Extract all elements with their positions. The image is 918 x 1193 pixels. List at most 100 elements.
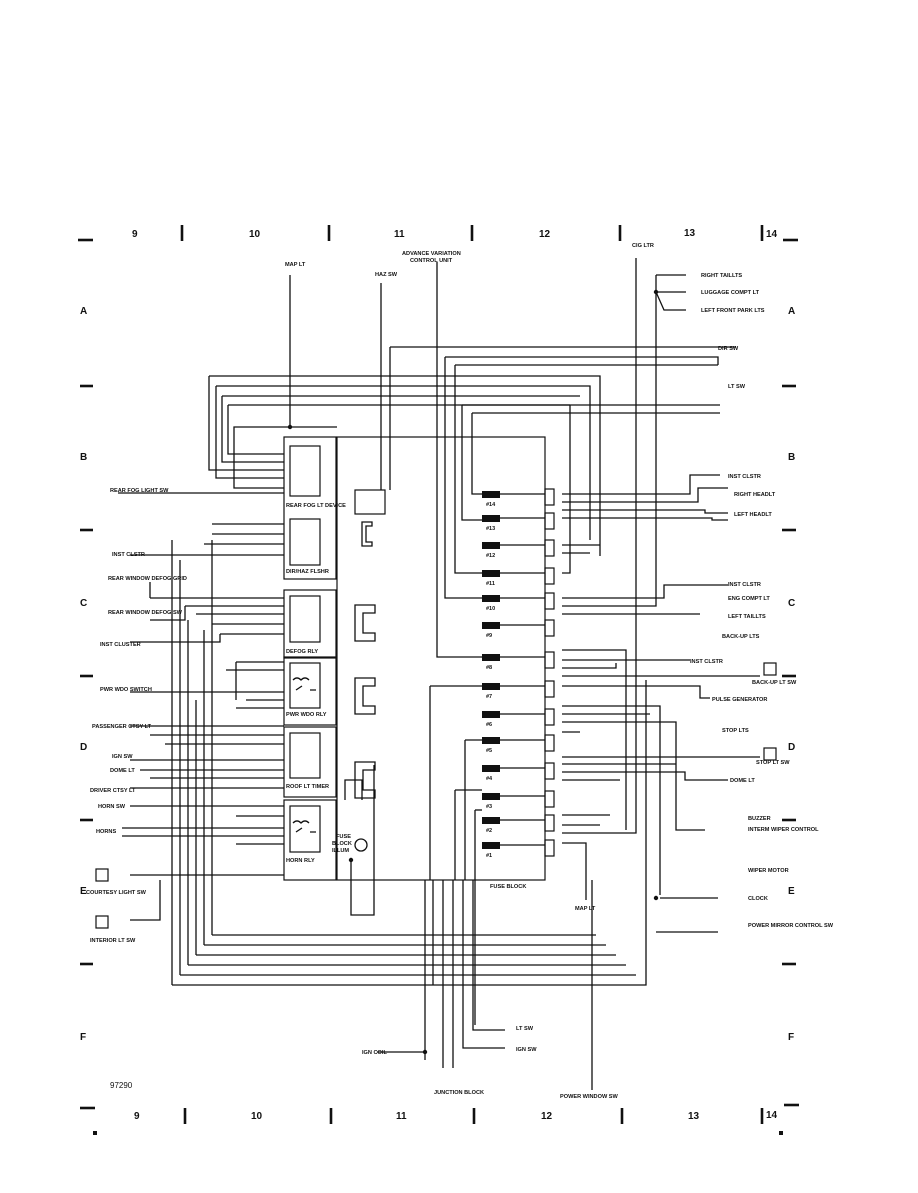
bottom-grid-ruler: 9 10 11 12 13 14 97290	[80, 1081, 799, 1135]
left-labels: REAR FOG LIGHT SW INST CLSTR REAR WINDOW…	[86, 488, 187, 944]
fuse-body	[482, 683, 500, 690]
top-grid-ruler: 9 10 11 12 13 14	[78, 225, 798, 242]
col-label-11: 11	[394, 229, 405, 240]
fuse-terminal	[544, 651, 555, 669]
fuse-terminal	[544, 790, 555, 808]
fuse-body	[482, 595, 500, 602]
dir-haz-flshr-label: DIR/HAZ FLSHR	[286, 569, 329, 575]
fuse-number-label: #11	[486, 581, 495, 587]
fuse-body	[482, 542, 500, 549]
pwr-wdo-rly-label: PWR WDO RLY	[286, 712, 327, 718]
fuse-terminal	[544, 619, 555, 637]
inst-clstr-right-2-label: INST CLSTR	[728, 582, 761, 588]
fuse-13: #13	[482, 512, 555, 532]
fuse-12: #12	[482, 539, 555, 559]
inst-clstr-left-label: INST CLSTR	[112, 552, 145, 558]
inst-cluster-left-label: INST CLUSTER	[100, 642, 141, 648]
pwr-wdo-rly-box	[283, 656, 337, 726]
row-label-c-right: C	[788, 598, 795, 609]
advance-variation-label: ADVANCE VARIATION	[402, 251, 461, 257]
interm-wiper-control-label: INTERM WIPER CONTROL	[748, 827, 819, 833]
eng-compt-lt-label: ENG COMPT LT	[728, 596, 770, 602]
fuse-number-label: #1	[486, 853, 492, 859]
left-component-boxes: REAR FOG LT DEVICE DIR/HAZ FLSHR DEFOG R…	[283, 436, 346, 881]
haz-sw-label: HAZ SW	[375, 272, 398, 278]
map-lt-top-label: MAP LT	[285, 262, 306, 268]
wiring	[118, 258, 760, 1090]
fuse-number-label: #2	[486, 828, 492, 834]
back-up-lts-label: BACK-UP LTS	[722, 634, 760, 640]
fuse-body	[482, 491, 500, 498]
fuse-14: #14	[482, 488, 555, 508]
row-label-e-left: E	[80, 886, 87, 897]
defog-rly-label: DEFOG RLY	[286, 649, 318, 655]
fuse-number-label: #10	[486, 606, 495, 612]
col-label-14: 14	[766, 229, 778, 240]
col-label-12: 12	[539, 229, 551, 240]
fuse-terminal	[544, 680, 555, 698]
connector-symbols	[95, 662, 777, 929]
col-label-14-bottom: 14	[766, 1110, 778, 1121]
fuse-number-label: #4	[486, 776, 493, 782]
fuse-block-illum-lamp	[354, 838, 368, 852]
fuse-body	[482, 654, 500, 661]
fuse-1: #1	[482, 839, 555, 859]
junction-dots	[287, 289, 659, 1055]
row-label-a-right: A	[788, 306, 795, 317]
fuse-terminal	[544, 839, 555, 857]
row-label-f-right: F	[788, 1032, 794, 1043]
row-label-d-right: D	[788, 742, 795, 753]
horns-label: HORNS	[96, 829, 116, 835]
fuse-3: #3	[482, 790, 555, 810]
fuse-block-illum-label-3: ILLUM	[332, 848, 349, 854]
fuse-terminal	[544, 567, 555, 585]
fuse-number-label: #12	[486, 553, 495, 559]
fuse-11: #11	[482, 567, 555, 587]
col-label-9: 9	[132, 229, 138, 240]
dome-lt-right-label: DOME LT	[730, 778, 755, 784]
row-markers: A B C D E F A B C D E F	[80, 306, 796, 1043]
horn-rly-label: HORN RLY	[286, 858, 315, 864]
fuse-6: #6	[482, 708, 555, 728]
back-up-lt-sw-label: BACK-UP LT SW	[752, 680, 797, 686]
buzzer-label: BUZZER	[748, 816, 771, 822]
fuse-column: #14#13#12#11#10#9#8#7#6#5#4#3#2#1	[482, 488, 555, 859]
fuse-number-label: #6	[486, 722, 492, 728]
interior-lt-sw-connector	[95, 915, 109, 929]
row-label-d-left: D	[80, 742, 87, 753]
passenger-ctsy-lt-label: PASSENGER CTSY LT	[92, 724, 152, 730]
horn-sw-label: HORN SW	[98, 804, 126, 810]
control-unit-label: CONTROL UNIT	[410, 258, 453, 264]
fuse-body	[482, 737, 500, 744]
fuse-block: FUSE BLOCK FUSE BLOCK ILLUM	[332, 436, 546, 890]
fuse-body	[482, 622, 500, 629]
rear-fog-device-box	[283, 436, 337, 580]
ign-sw-bottom-label: IGN SW	[516, 1047, 537, 1053]
stop-lt-sw-label: STOP LT SW	[756, 760, 790, 766]
fuse-terminal	[544, 708, 555, 726]
stop-lts-label: STOP LTS	[722, 728, 749, 734]
fuse-10: #10	[482, 592, 555, 612]
fuse-body	[482, 817, 500, 824]
map-lt-bottom-label: MAP LT	[575, 906, 596, 912]
wiper-motor-label: WIPER MOTOR	[748, 868, 789, 874]
rear-window-defog-grid-label: REAR WINDOW DEFOG GRID	[108, 576, 187, 582]
courtesy-light-sw-label: COURTESY LIGHT SW	[86, 890, 147, 896]
ign-coil-label: IGN COIL	[362, 1050, 387, 1056]
inst-clstr-right-3-label: INST CLSTR	[690, 659, 723, 665]
left-taillts-label: LEFT TAILLTS	[728, 614, 766, 620]
fuse-terminal	[544, 539, 555, 557]
defog-rly-box	[283, 589, 337, 659]
fuse-8: #8	[482, 651, 555, 671]
driver-ctsy-lt-label: DRIVER CTSY LT	[90, 788, 136, 794]
bottom-labels: MAP LT LT SW IGN SW IGN COIL JUNCTION BL…	[362, 906, 619, 1100]
row-label-c-left: C	[80, 598, 87, 609]
fuse-number-label: #3	[486, 804, 492, 810]
right-headlt-label: RIGHT HEADLT	[734, 492, 776, 498]
fuse-9: #9	[482, 619, 555, 639]
clock-label: CLOCK	[748, 896, 768, 902]
fuse-number-label: #13	[486, 526, 495, 532]
interior-lt-sw-label: INTERIOR LT SW	[90, 938, 136, 944]
fuse-number-label: #8	[486, 665, 492, 671]
